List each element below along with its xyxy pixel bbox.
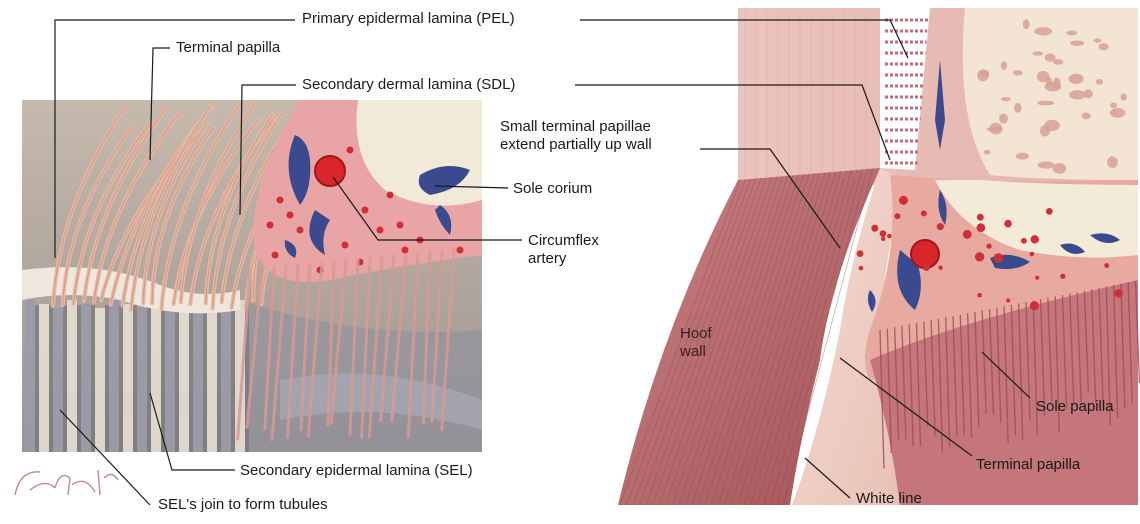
artist-signature: [15, 470, 118, 495]
label-primary-epidermal-lamina: Primary epidermal lamina (PEL): [302, 10, 515, 28]
label-hoof-wall: Hoof wall: [680, 325, 712, 361]
right-panel-illustration: [618, 8, 1140, 505]
label-secondary-dermal-lamina: Secondary dermal lamina (SDL): [302, 76, 515, 94]
label-small-terminal-papillae-line2: extend partially up wall: [500, 136, 652, 154]
sel-tubules: [25, 300, 249, 452]
label-white-line: White line: [856, 490, 922, 508]
label-sel-tubules: SEL's join to form tubules: [158, 496, 328, 514]
label-small-terminal-papillae: Small terminal papillae extend partially…: [500, 118, 652, 154]
label-hoof-wall-line1: Hoof: [680, 325, 712, 343]
label-sole-corium: Sole corium: [513, 180, 592, 198]
label-circumflex-line2: artery: [528, 250, 599, 268]
left-panel-illustration: [22, 100, 482, 452]
label-hoof-wall-line2: wall: [680, 343, 712, 361]
label-terminal-papilla-left: Terminal papilla: [176, 39, 280, 57]
label-circumflex-line1: Circumflex: [528, 232, 599, 250]
label-sole-papilla: Sole papilla: [1036, 398, 1114, 416]
label-secondary-epidermal-lamina: Secondary epidermal lamina (SEL): [240, 462, 473, 480]
label-terminal-papilla-right: Terminal papilla: [976, 456, 1080, 474]
label-circumflex-artery: Circumflex artery: [528, 232, 599, 268]
label-small-terminal-papillae-line1: Small terminal papillae: [500, 118, 652, 136]
